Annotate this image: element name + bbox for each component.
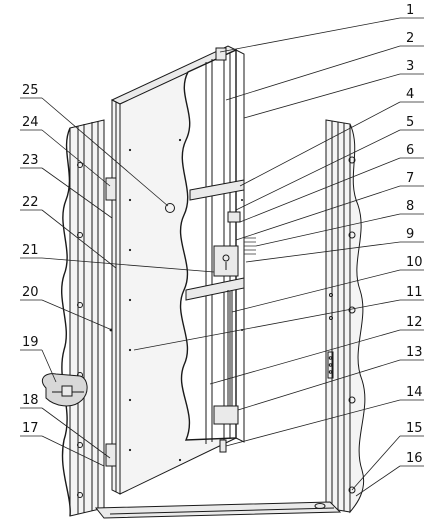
callout-number: 13 xyxy=(406,345,423,360)
callout-25: 25 xyxy=(20,83,169,207)
callout-leader-line xyxy=(219,17,401,53)
callout-number: 2 xyxy=(406,31,414,46)
callout-leader-line xyxy=(41,97,169,207)
callout-leader-line xyxy=(243,73,401,119)
callout-leader-line xyxy=(133,299,401,351)
callout-number: 3 xyxy=(406,59,414,74)
callout-2: 2 xyxy=(225,31,424,101)
callout-leader-line xyxy=(245,241,401,263)
callout-7: 7 xyxy=(235,171,424,241)
callout-leader-line xyxy=(231,269,401,313)
callout-leader-line xyxy=(41,209,117,269)
callout-number: 17 xyxy=(22,421,39,436)
callout-number: 25 xyxy=(22,83,39,98)
callout-number: 7 xyxy=(406,171,414,186)
callout-number: 11 xyxy=(406,285,423,300)
callout-number: 6 xyxy=(406,143,414,158)
callout-number: 21 xyxy=(22,243,39,258)
threshold xyxy=(94,501,342,519)
callout-leader-line xyxy=(41,299,113,331)
callout-21: 21 xyxy=(20,243,215,273)
callout-20: 20 xyxy=(20,285,113,331)
callout-8: 8 xyxy=(255,199,424,247)
callout-number: 16 xyxy=(406,451,423,466)
callout-leader-line xyxy=(255,213,401,247)
callout-leader-line xyxy=(41,129,111,187)
callout-16: 16 xyxy=(355,451,424,497)
callout-leader-line xyxy=(235,185,401,241)
door-inner-frame xyxy=(185,47,256,453)
callout-number: 22 xyxy=(22,195,39,210)
callout-5: 5 xyxy=(235,115,424,211)
callout-15: 15 xyxy=(351,421,424,491)
callout-leader-line xyxy=(351,435,401,491)
callout-17: 17 xyxy=(20,421,105,467)
callout-leader-line xyxy=(41,167,113,219)
callout-number: 24 xyxy=(22,115,39,130)
callout-leader-line xyxy=(225,45,401,101)
callout-24: 24 xyxy=(20,115,111,187)
callout-labels: 1234567891011121314151617181920212223242… xyxy=(20,3,424,497)
callout-13: 13 xyxy=(237,345,424,411)
callout-leader-line xyxy=(41,407,111,459)
callout-number: 8 xyxy=(406,199,414,214)
callout-leader-line xyxy=(209,329,401,385)
callout-number: 4 xyxy=(406,87,414,102)
callout-leader-line xyxy=(41,435,105,467)
callout-23: 23 xyxy=(20,153,113,219)
callout-number: 12 xyxy=(406,315,423,330)
callout-number: 15 xyxy=(406,421,423,436)
callout-number: 10 xyxy=(406,255,423,270)
callout-14: 14 xyxy=(225,385,424,447)
callout-number: 5 xyxy=(406,115,414,130)
callout-leader-line xyxy=(355,465,401,497)
callout-leader-line xyxy=(235,129,401,211)
door-leaf xyxy=(110,45,238,495)
callout-leader-line xyxy=(225,399,401,447)
callout-number: 18 xyxy=(22,393,39,408)
callout-10: 10 xyxy=(231,255,424,313)
right-frame-post xyxy=(325,119,366,514)
callout-9: 9 xyxy=(245,227,424,263)
hinge-detail-bubble xyxy=(41,373,88,407)
callout-3: 3 xyxy=(243,59,424,119)
callout-22: 22 xyxy=(20,195,117,269)
callout-1: 1 xyxy=(219,3,424,53)
callout-4: 4 xyxy=(239,87,424,187)
callout-number: 1 xyxy=(406,3,414,18)
left-frame-post xyxy=(60,119,105,517)
callout-12: 12 xyxy=(209,315,424,385)
callout-leader-line xyxy=(239,157,401,223)
callout-19: 19 xyxy=(20,335,57,383)
callout-11: 11 xyxy=(133,285,424,351)
callout-leader-line xyxy=(41,349,57,383)
callout-leader-line xyxy=(41,257,215,273)
callout-number: 20 xyxy=(22,285,39,300)
callout-number: 23 xyxy=(22,153,39,168)
callout-number: 9 xyxy=(406,227,414,242)
callout-number: 14 xyxy=(406,385,423,400)
callout-leader-line xyxy=(237,359,401,411)
callout-18: 18 xyxy=(20,393,111,459)
callout-leader-line xyxy=(239,101,401,187)
callout-number: 19 xyxy=(22,335,39,350)
callout-6: 6 xyxy=(239,143,424,223)
